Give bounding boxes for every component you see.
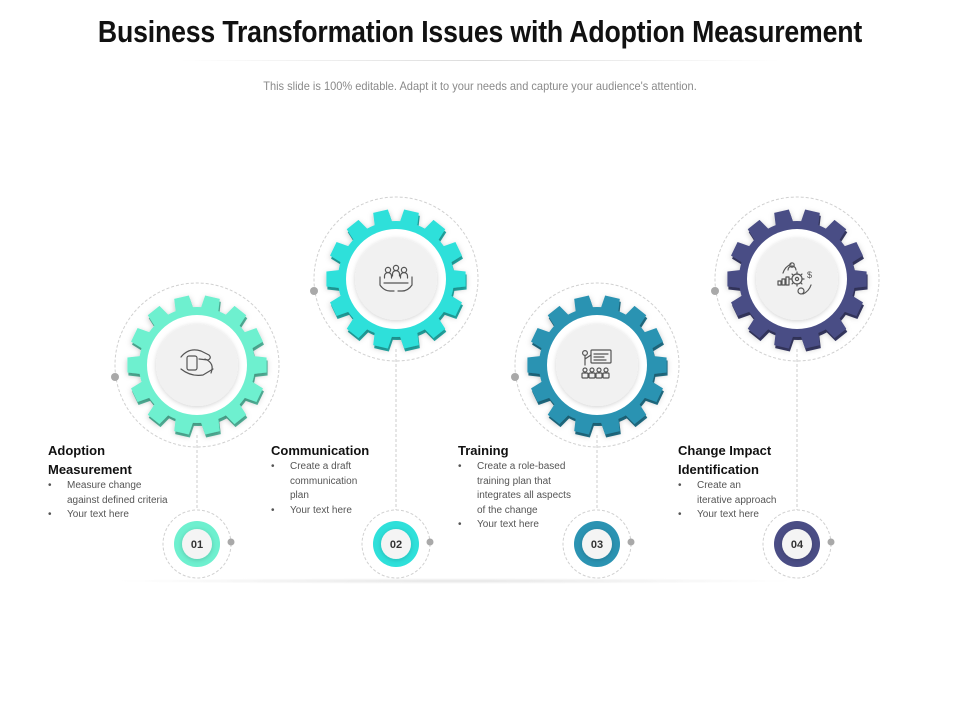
number-guide-dot [827,538,835,546]
gear-guide-ring [514,282,680,448]
gear-guide-ring [114,282,280,448]
step-bullets: Measure change against defined criteriaYo… [48,479,168,523]
number-badge-center [381,529,411,559]
step-title-line: Measurement [48,462,132,477]
step-title: Communication [271,441,369,460]
bullet-line: Your text here [697,509,759,520]
guide-dot [111,373,119,381]
step-title-line: Identification [678,462,759,477]
bullet-line: against defined criteria [67,494,168,506]
gear-guide-ring [714,196,880,362]
bullet-item: Your text here [678,508,777,523]
bullet-line: Create an [697,480,741,491]
bullet-line: Create a role-based [477,461,566,472]
gear-center-disc [756,238,838,320]
presentation-board-icon [581,349,612,379]
step-title-line: Adoption [48,443,106,458]
svg-text:$: $ [807,270,812,280]
page-title: Business Transformation Issues with Adop… [97,14,863,49]
guide-dot [511,373,519,381]
bullet-line: Measure change [67,480,142,491]
bullet-line: Your text here [67,509,129,520]
bullet-item: Your text here [48,508,168,523]
step-bullets: Create a draft communication planYour text… [271,460,357,518]
step-number: 03 [591,539,603,551]
number-badge-center [182,529,212,559]
step-group-03: 03 [511,282,680,579]
bullet-item: Create an iterative approach [678,479,777,508]
bullet-line: Your text here [290,504,352,516]
gear-center-disc [556,324,638,406]
number-guide-dot [627,538,635,546]
bullet-item: Measure change against defined criteria [48,479,168,508]
bullet-line: Create a draft [290,461,352,472]
step-group-02: 02 [310,196,479,579]
number-guide-dot [426,538,434,546]
floor-shadow [110,578,800,584]
gear-center-disc [355,238,437,320]
number-badge-center [582,529,612,559]
guide-dot [711,287,719,295]
page-subtitle: This slide is 100% editable. Adapt it to… [263,79,697,93]
step-bullets: Create an iterative approachYour text her… [678,479,777,523]
number-guide-dot [227,538,235,546]
bullet-item: Create a draft communication plan [271,460,357,504]
bullet-line: iterative approach [697,494,777,506]
bullet-item: Your text here [271,504,357,519]
step-group-01: 01 [111,282,280,579]
bullet-line: training plan that [477,475,551,487]
bullet-line: communication [290,475,358,487]
bullet-line: integrates all aspects [477,490,571,501]
number-badge-center [782,529,812,559]
step-title-line: Training [458,443,509,458]
step-bullets: Create a role-based training plan that int… [458,460,571,533]
gear-guide-ring [313,196,479,362]
change-impact-cycle-icon: $ [777,262,812,295]
step-group-04: $04 [711,196,880,579]
step-title-line: Change Impact [678,443,772,458]
step-number: 01 [191,539,203,551]
step-number: 02 [390,539,402,551]
hand-holding-card-icon [180,349,214,376]
bullet-item: Create a role-based training plan that int… [458,460,571,518]
bullet-line: plan [290,490,309,501]
step-number: 04 [791,539,804,551]
step-title-line: Communication [271,443,370,458]
step-title: Training [458,441,509,460]
bullet-item: Your text here [458,518,571,533]
guide-dot [310,287,318,295]
hands-holding-people-icon [379,264,413,292]
title-divider [180,60,780,61]
bullet-line: of the change [477,504,538,516]
bullet-line: Your text here [477,519,539,530]
